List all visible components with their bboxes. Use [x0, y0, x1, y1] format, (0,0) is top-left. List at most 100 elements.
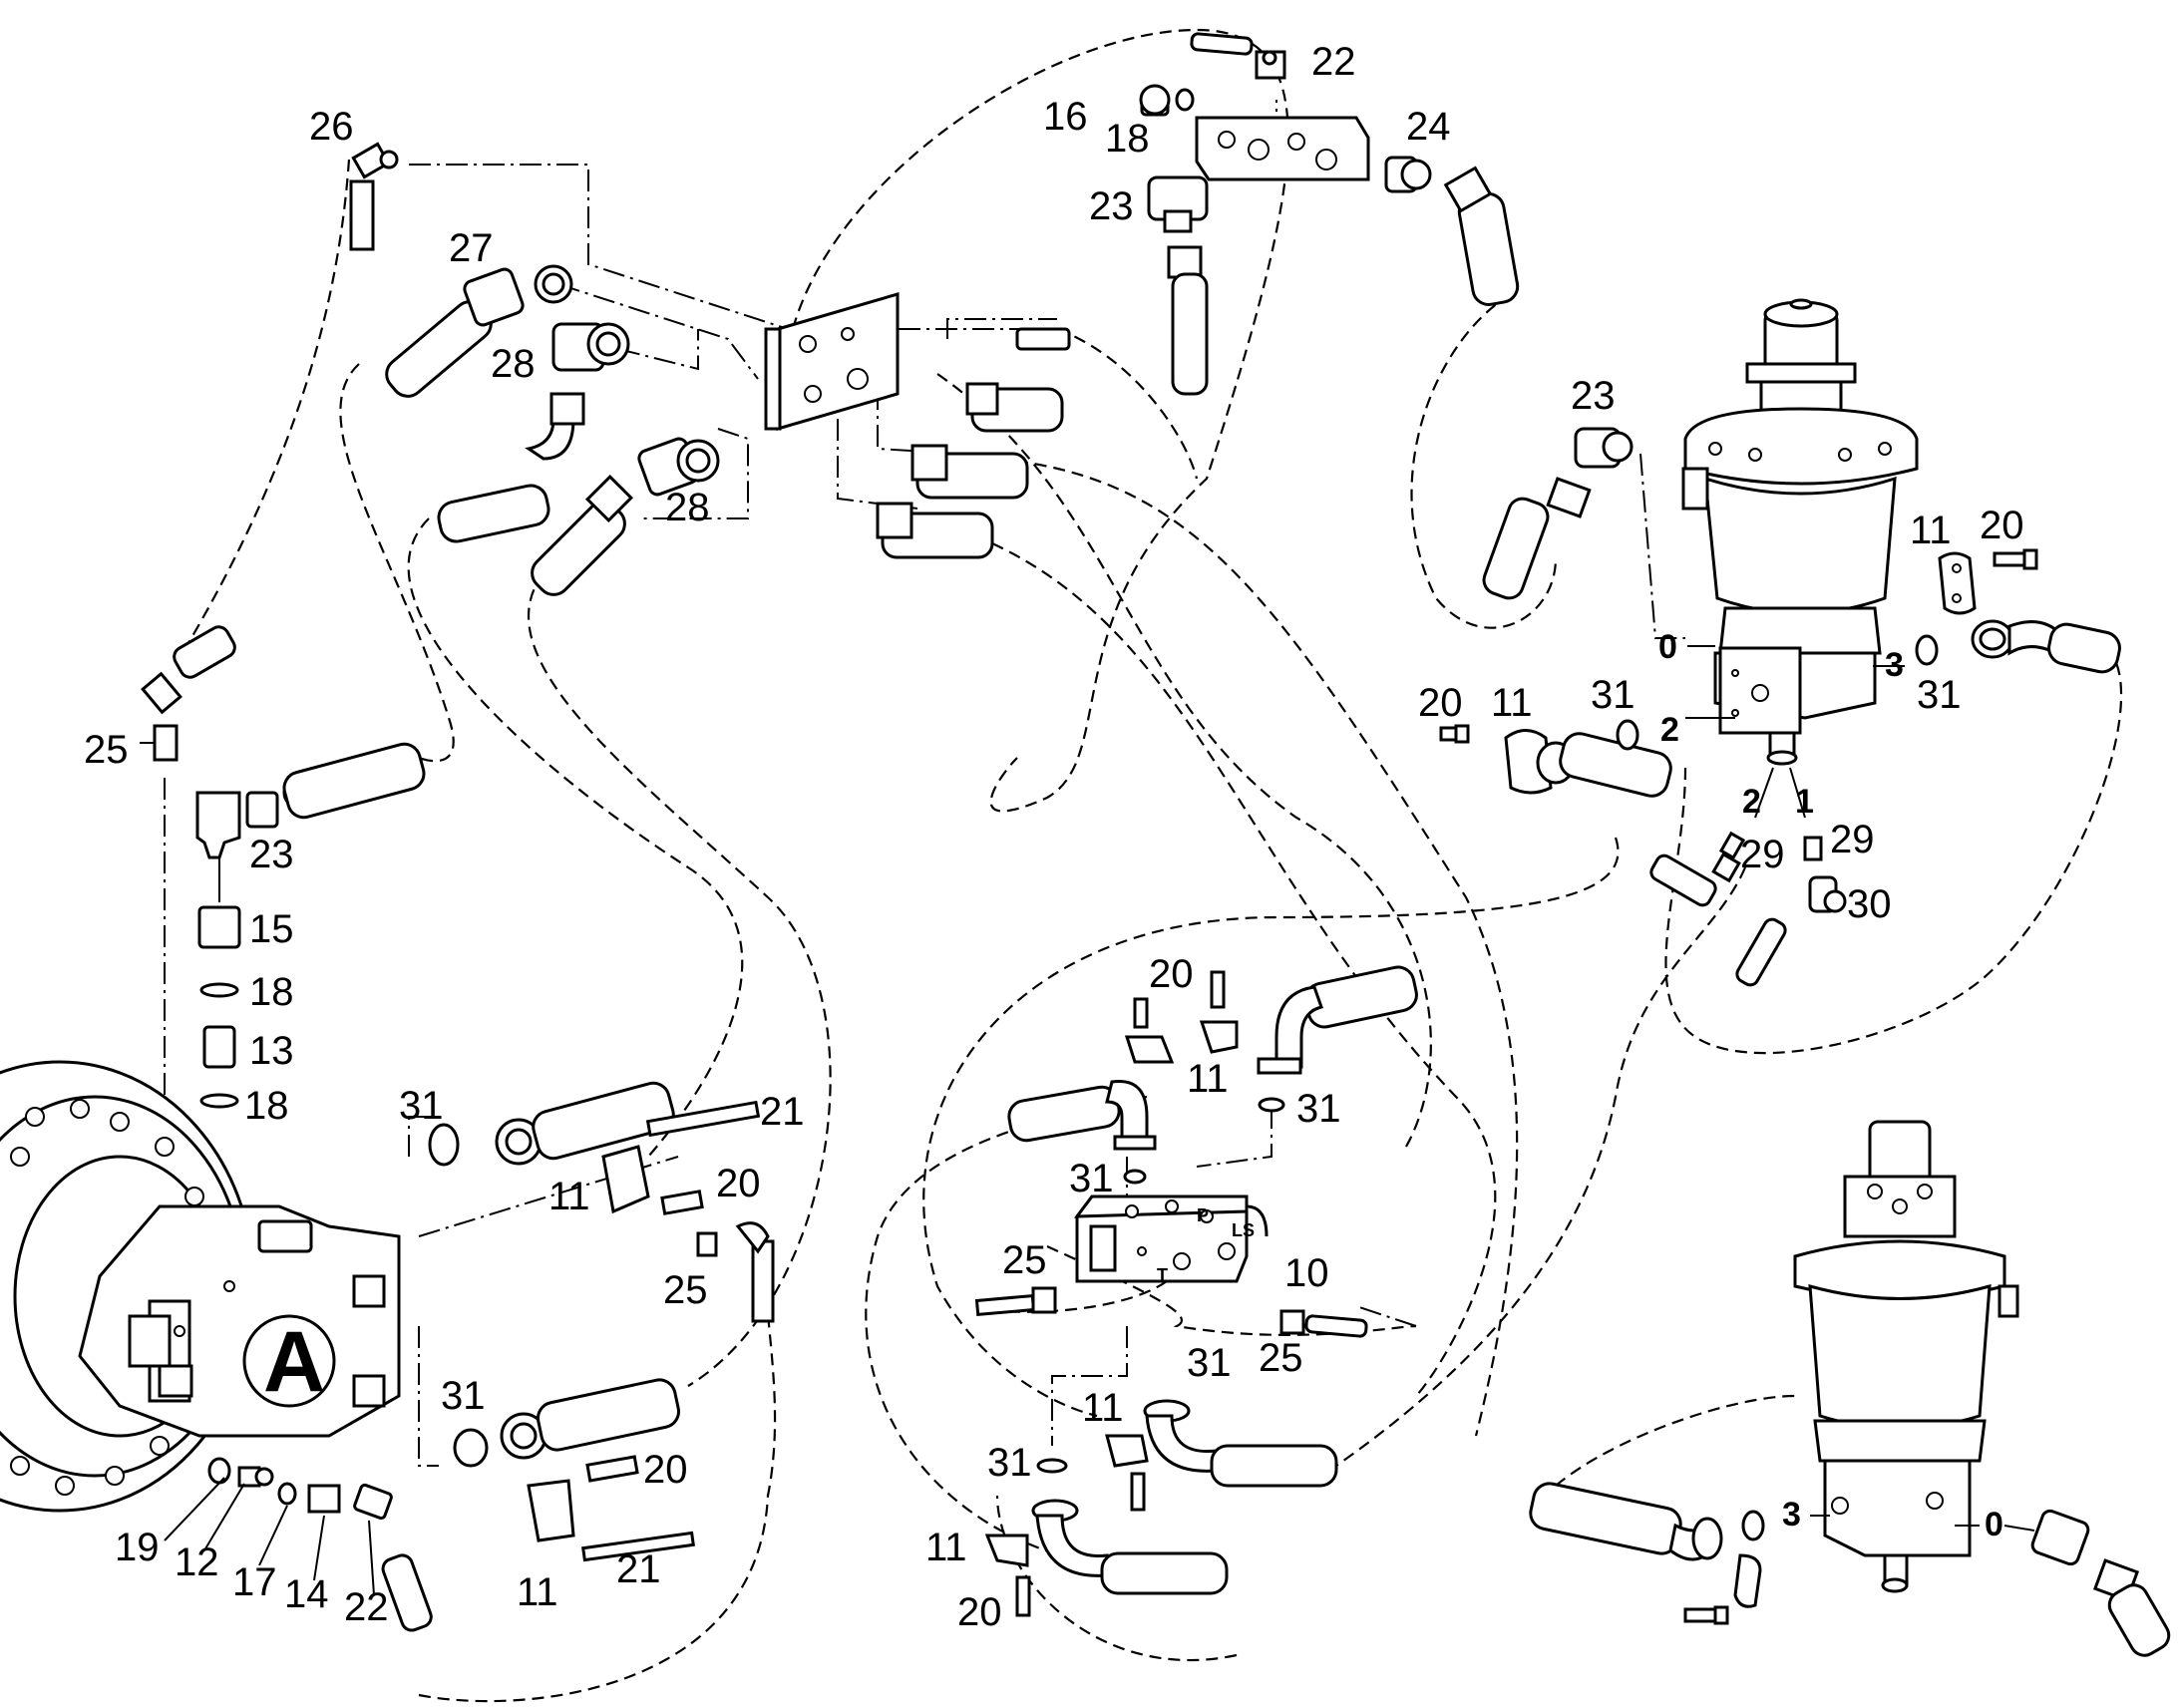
bolt-small-top [1015, 327, 1071, 351]
callout-20: 20 [957, 1590, 1002, 1634]
callout-13: 13 [249, 1029, 294, 1073]
callout-31: 31 [1917, 673, 1962, 717]
hose-center-upper [1007, 1079, 1157, 1185]
callout-10: 10 [1284, 1251, 1329, 1295]
assembly-label-a: A [263, 1314, 325, 1410]
callout-25: 25 [663, 1268, 708, 1312]
callout-19: 19 [115, 1526, 160, 1569]
fitting-24 [1384, 156, 1432, 193]
callout-31: 31 [441, 1374, 486, 1418]
callout-11: 11 [517, 1570, 558, 1614]
motor-upper [1681, 298, 1919, 766]
bolt-large-1 [965, 382, 1064, 433]
callout-11: 11 [1187, 1057, 1229, 1101]
callout-26: 26 [309, 105, 354, 149]
port-0-lower: 0 [1985, 1506, 2003, 1543]
port-1: 1 [1795, 783, 1814, 821]
callout-11: 11 [1910, 509, 1952, 552]
callout-21: 21 [760, 1090, 805, 1134]
callout-11: 11 [548, 1175, 590, 1218]
block-mark-p: P [1197, 1205, 1209, 1225]
port-0-upper: 0 [1658, 628, 1677, 666]
callout-31: 31 [1591, 673, 1635, 717]
callout-22: 22 [344, 1585, 389, 1629]
bolt-20-right [1993, 548, 2038, 570]
callout-20: 20 [1980, 504, 2024, 547]
fitting-28-lower [637, 437, 720, 497]
fitting-22-top [1190, 32, 1286, 80]
callout-25: 25 [1002, 1238, 1047, 1282]
callout-12: 12 [175, 1540, 219, 1584]
callout-11: 11 [1491, 681, 1533, 725]
hose-left-mid [282, 742, 426, 820]
hose-center-bottom [984, 1458, 1229, 1617]
manifold-block-10: T P LS [1073, 1195, 1269, 1285]
motor-lower [1793, 1120, 2019, 1593]
callout-18: 18 [249, 970, 294, 1014]
bolt-large-3 [876, 502, 994, 559]
callout-28: 28 [491, 342, 536, 386]
port-2-upper: 2 [1660, 711, 1679, 749]
label-leaders [140, 742, 375, 1596]
hose-center-right [1257, 965, 1418, 1113]
callout-20: 20 [716, 1162, 761, 1205]
callout-27: 27 [449, 226, 494, 270]
callout-17: 17 [232, 1560, 277, 1604]
callout-31: 31 [399, 1084, 444, 1128]
fittings-29-30 [1649, 831, 1847, 987]
callout-11: 11 [925, 1526, 967, 1569]
callout-11: 11 [1082, 1386, 1124, 1430]
callout-18: 18 [1105, 117, 1150, 161]
hose-top-right [1443, 166, 1520, 306]
callout-28: 28 [665, 486, 710, 529]
callout-30: 30 [1847, 882, 1892, 926]
fitting-25-center-right [1279, 1309, 1368, 1338]
callout-29: 29 [1740, 833, 1785, 876]
block-mark-ls: LS [1232, 1220, 1255, 1240]
clamp-11-right [1938, 551, 1977, 615]
callout-31: 31 [1187, 1341, 1232, 1385]
callout-29: 29 [1830, 818, 1875, 861]
hose-straight-left [531, 474, 634, 596]
ring-31-right [1915, 634, 1939, 666]
fitting-23-top [1147, 175, 1209, 396]
callout-31: 31 [1296, 1087, 1341, 1131]
fitting-26 [349, 142, 399, 251]
callout-20: 20 [643, 1448, 688, 1492]
port-ticks [1685, 645, 2035, 1532]
callout-23: 23 [249, 833, 294, 876]
fitting-23-right [1482, 427, 1634, 600]
bottom-fittings [207, 1457, 433, 1632]
callout-18: 18 [244, 1084, 289, 1128]
callout-20: 20 [1149, 952, 1194, 996]
hose-stub-25-top [141, 625, 236, 762]
callout-23: 23 [1089, 184, 1134, 228]
callout-14: 14 [284, 1572, 329, 1616]
clamps-center [1124, 970, 1239, 1064]
bolt-large-2 [910, 444, 1029, 500]
callout-25: 25 [84, 728, 129, 772]
callout-31: 31 [987, 1441, 1032, 1485]
port-2-lower: 2 [1742, 783, 1761, 821]
hose-lower-right-elbow [1529, 1482, 1765, 1625]
hose-center-lower [1105, 1399, 1338, 1512]
port-labels: 0 3 2 2 1 3 0 [1658, 628, 2003, 1543]
callouts: 26 27 28 28 25 23 15 18 13 18 16 18 22 2… [84, 40, 2024, 1634]
callout-24: 24 [1406, 105, 1451, 149]
callout-22: 22 [1311, 40, 1356, 84]
fitting-27 [385, 264, 573, 398]
fitting-lower-right-0 [2030, 1509, 2171, 1657]
hose-left-lower-flange [453, 1378, 695, 1562]
callout-25: 25 [1259, 1336, 1303, 1380]
hose-right-flange [1971, 619, 2121, 674]
callout-23: 23 [1571, 374, 1616, 418]
manifold-top [1139, 84, 1370, 181]
block-mark-t: T [1157, 1265, 1168, 1285]
fitting-28-upper [551, 322, 630, 372]
callout-31: 31 [1069, 1157, 1114, 1200]
callout-15: 15 [249, 907, 294, 951]
callout-21: 21 [616, 1547, 661, 1591]
assembly-a: A [0, 1060, 401, 1513]
